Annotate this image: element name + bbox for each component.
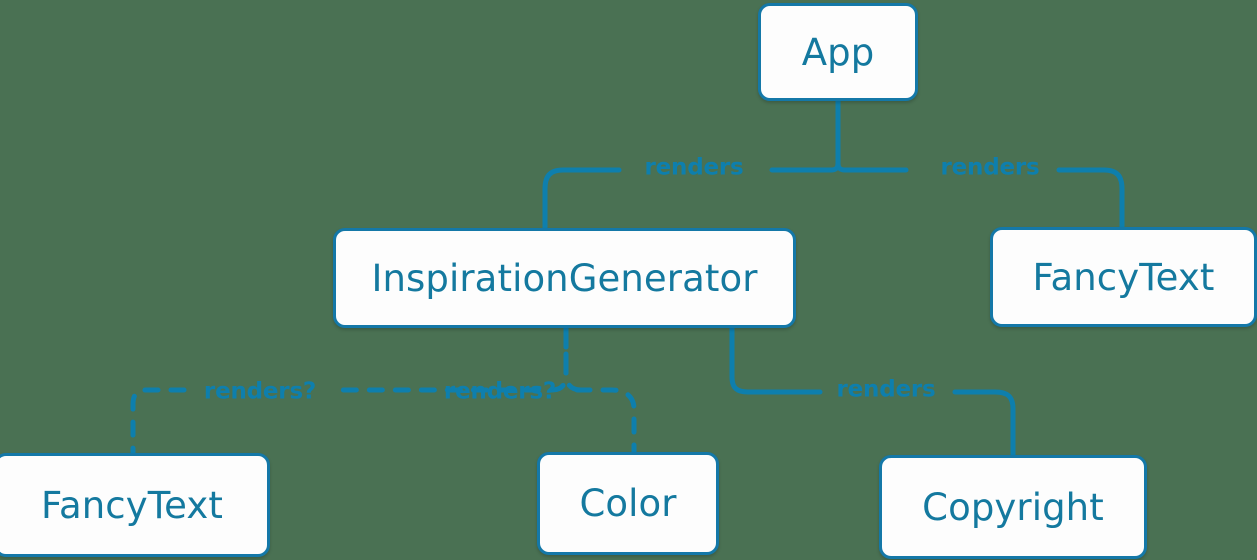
node-fancytext-bottom-label: FancyText xyxy=(41,483,223,527)
edge-label-app-inspiration-generator: renders xyxy=(644,154,744,181)
edge-label-inspiration-generator-fancytext: renders? xyxy=(203,378,317,405)
node-fancytext-right-label: FancyText xyxy=(1032,255,1215,299)
node-inspiration-generator[interactable]: InspirationGenerator xyxy=(333,228,796,328)
node-copyright[interactable]: Copyright xyxy=(879,455,1147,559)
node-fancytext-bottom[interactable]: FancyText xyxy=(0,453,270,557)
node-fancytext-right[interactable]: FancyText xyxy=(990,227,1257,327)
edge-inspgen-copyright-2 xyxy=(952,389,1016,459)
node-inspiration-generator-label: InspirationGenerator xyxy=(371,256,758,300)
node-app[interactable]: App xyxy=(758,3,918,101)
edge-inspgen-fancytext-dashed-2 xyxy=(130,387,187,458)
edge-app-trunk xyxy=(769,98,841,173)
node-color-label: Color xyxy=(579,482,677,525)
node-copyright-label: Copyright xyxy=(922,485,1104,529)
edge-app-trunk-right xyxy=(835,160,909,173)
edge-inspgen-color-dashed xyxy=(563,331,592,393)
edge-label-inspiration-generator-color: renders? xyxy=(443,378,557,405)
edge-label-inspiration-generator-copyright: renders xyxy=(836,376,936,403)
node-color[interactable]: Color xyxy=(537,452,719,555)
edge-app-inspgen xyxy=(542,167,622,231)
edge-inspgen-color-dashed-2 xyxy=(574,387,637,456)
edge-app-fancytext xyxy=(1056,167,1125,230)
edge-label-app-fancytext: renders xyxy=(940,154,1040,181)
edge-inspgen-copyright xyxy=(729,325,823,395)
node-app-label: App xyxy=(801,30,875,74)
